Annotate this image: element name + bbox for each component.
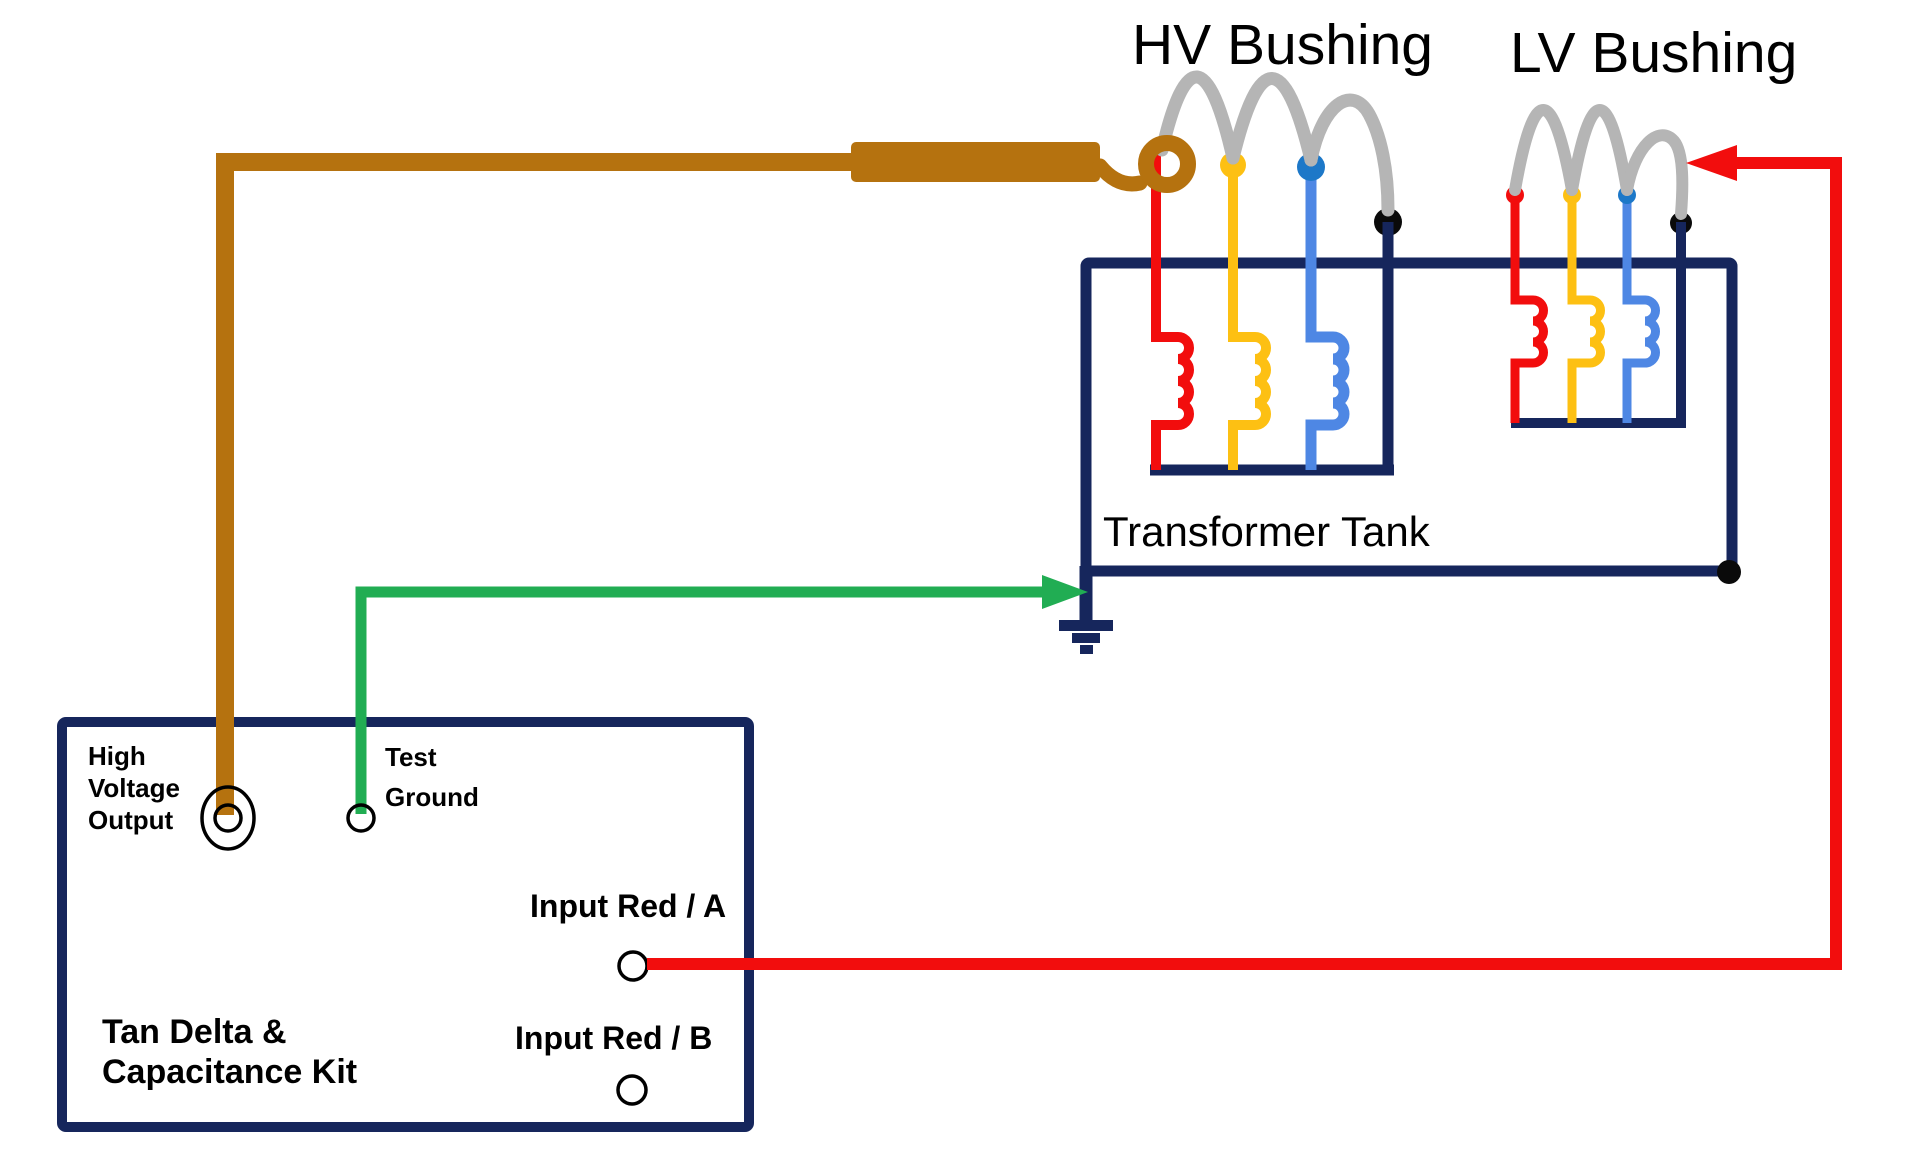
input-red-a-terminal: [617, 950, 649, 982]
earth-bar-3: [1080, 645, 1093, 654]
kit-title-line1: Tan Delta &: [102, 1013, 287, 1051]
hv-jumper-c-n: [1304, 93, 1395, 217]
test-ground-label-line2: Ground: [385, 782, 479, 812]
bushing-jumpers: [1155, 70, 1689, 220]
lv-jumper-a-b: [1509, 104, 1578, 196]
input-red-a-label: Input Red / A: [530, 888, 726, 924]
tank-outline: [1080, 257, 1738, 577]
hv-output-terminal: [213, 803, 243, 833]
hv-clamp-icon: [1138, 135, 1196, 193]
hv-output-label-line3: Output: [88, 805, 174, 835]
ground-lead-arrowhead-icon: [1042, 575, 1088, 609]
lv-bushing-title: LV Bushing: [1510, 21, 1797, 85]
input-red-b-terminal: [616, 1074, 648, 1106]
ground-test-lead: [355, 575, 1088, 814]
hv-phase-a-winding: [1151, 148, 1194, 470]
red-lead-wire: [647, 157, 1842, 970]
earth-bar-1: [1059, 620, 1113, 631]
test-ground-terminal: [346, 803, 376, 833]
lv-jumper-c-n: [1621, 129, 1689, 220]
input-red-b-label: Input Red / B: [515, 1020, 712, 1056]
hv-phase-b-winding: [1228, 162, 1271, 470]
earth-bar-2: [1072, 633, 1100, 643]
hv-winding-group: [1150, 148, 1394, 476]
tank-label: Transformer Tank: [1103, 508, 1431, 555]
hv-output-label-line2: Voltage: [88, 773, 180, 803]
tank-corner-junction-dot: [1717, 560, 1741, 584]
tan-delta-kit: High Voltage Output Test Ground Input Re…: [57, 717, 754, 1132]
hv-phase-c-winding: [1305, 164, 1350, 470]
hv-jumper-b-c: [1226, 72, 1318, 167]
hv-phase-c-terminal-dot: [1297, 153, 1325, 181]
hv-clamp-tail: [1092, 158, 1148, 192]
hv-output-terminal-outer: [200, 785, 256, 851]
lv-phase-c-winding: [1622, 194, 1660, 423]
hv-lead-sleeve: [851, 142, 1100, 182]
hv-output-label-line1: High: [88, 741, 146, 771]
lv-phase-a-winding: [1510, 194, 1548, 423]
red-measurement-lead: [647, 145, 1842, 970]
kit-outline: [57, 717, 754, 1132]
lv-winding-group: [1510, 194, 1686, 428]
lv-jumper-b-c: [1566, 104, 1633, 196]
transformer-tank: Transformer Tank: [1059, 257, 1738, 654]
red-lead-arrowhead-icon: [1686, 145, 1737, 181]
hv-lead-wire: [216, 153, 851, 815]
kit-title-line2: Capacitance Kit: [102, 1053, 357, 1091]
hv-jumper-a-b: [1155, 70, 1240, 165]
hv-test-lead: [216, 135, 1196, 815]
hv-bushing-title: HV Bushing: [1132, 13, 1433, 77]
test-ground-label-line1: Test: [385, 742, 437, 772]
ground-lead-wire: [355, 586, 1042, 814]
lv-phase-b-winding: [1567, 194, 1605, 423]
